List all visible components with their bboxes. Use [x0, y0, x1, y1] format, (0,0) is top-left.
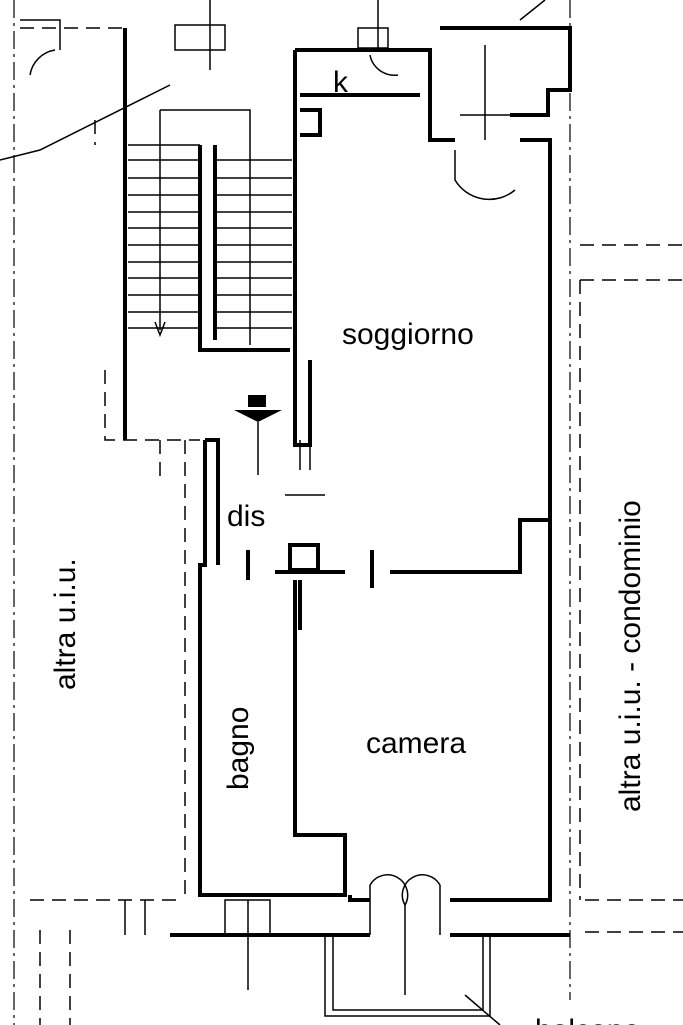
room-label-dis: dis: [227, 500, 265, 533]
property-boundaries: [13, 0, 683, 1025]
neighbor-label-right: altra u.i.u. - condominio: [614, 500, 647, 812]
walls: [123, 26, 572, 937]
room-label-soggiorno: soggiorno: [342, 318, 474, 351]
room-label-bagno: bagno: [222, 707, 255, 790]
staircase: [0, 84, 292, 475]
room-label-camera: camera: [366, 727, 466, 760]
room-label-k: k: [333, 66, 349, 99]
balcony: [324, 935, 501, 1025]
room-label-balcone: balcone: [535, 1014, 640, 1025]
down-arrow-icon: [248, 395, 266, 407]
neighbor-label-left: altra u.i.u.: [49, 558, 82, 690]
openings: [20, 0, 546, 995]
